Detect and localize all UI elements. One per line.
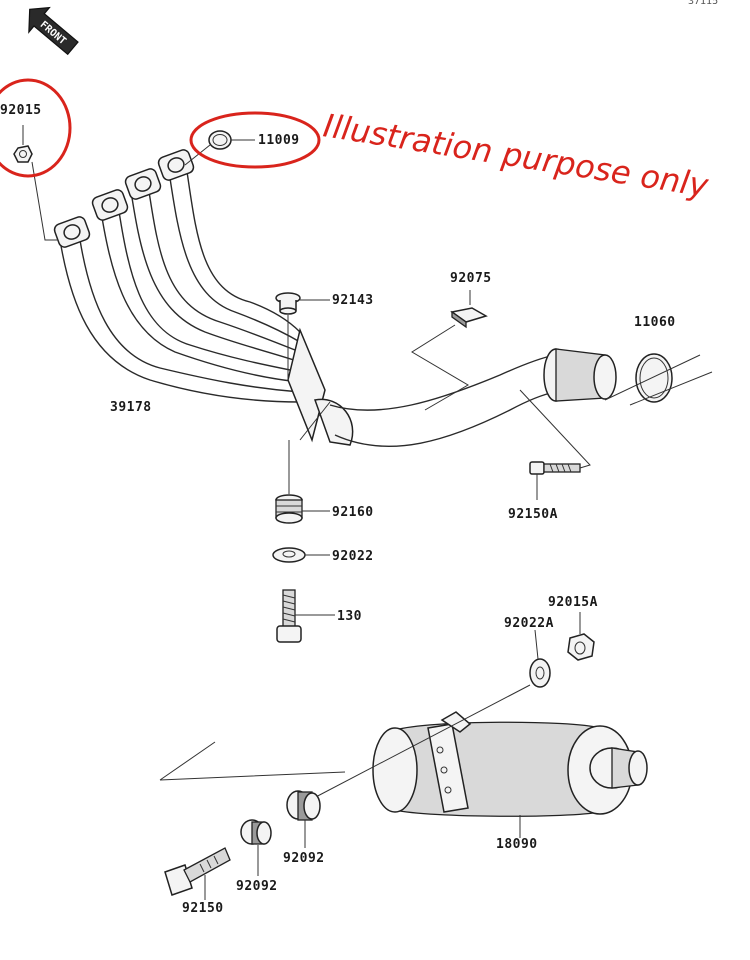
flange-4 — [157, 149, 195, 181]
label-11060: 11060 — [634, 315, 676, 330]
label-11009: 11009 — [258, 133, 300, 148]
flange-2 — [91, 189, 129, 221]
pipe-outlet — [543, 348, 617, 402]
collar-92092-b — [240, 819, 272, 876]
label-18090: 18090 — [496, 837, 538, 852]
front-arrow-icon: FRONT — [28, 6, 79, 56]
gasket-11009 — [184, 130, 255, 166]
annotation-text: Illustration purpose only — [321, 106, 712, 205]
highlight-circle-92015 — [0, 78, 72, 178]
exhaust-header-pipes — [53, 149, 556, 447]
collar-92143 — [275, 292, 330, 380]
label-92143: 92143 — [332, 293, 374, 308]
muffler-18090 — [159, 711, 648, 838]
flange-3 — [124, 168, 162, 200]
label-130: 130 — [337, 609, 362, 624]
label-92160: 92160 — [332, 505, 374, 520]
grommet-92160 — [275, 440, 330, 524]
damper-92075 — [411, 290, 488, 411]
label-92092-b: 92092 — [236, 879, 278, 894]
collar-92092-a — [286, 790, 321, 848]
highlight-circle-11009 — [189, 111, 321, 169]
label-39178: 39178 — [110, 400, 152, 415]
flange-1 — [53, 216, 91, 248]
gasket-11060 — [604, 353, 713, 406]
label-92022: 92022 — [332, 549, 374, 564]
label-92150: 92150 — [182, 901, 224, 916]
washer-92022 — [272, 547, 330, 563]
nut-92015 — [13, 125, 58, 241]
label-92092-a: 92092 — [283, 851, 325, 866]
label-92150a: 92150A — [508, 507, 558, 522]
washer-92022a — [309, 629, 551, 801]
bolt-92150a — [519, 389, 591, 500]
label-92015: 92015 — [0, 103, 42, 118]
corner-code: 37115 — [688, 0, 718, 7]
nut-92015a — [567, 612, 595, 661]
bolt-92150 — [164, 847, 231, 900]
bolt-130 — [276, 589, 335, 643]
label-92022a: 92022A — [504, 616, 554, 631]
label-92075: 92075 — [450, 271, 492, 286]
label-92015a: 92015A — [548, 595, 598, 610]
